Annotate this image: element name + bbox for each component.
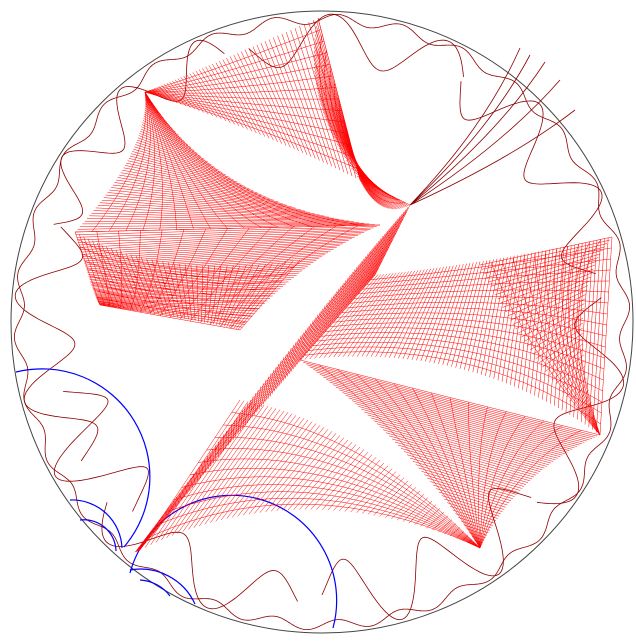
- fringe-curve: [416, 584, 474, 611]
- red-mesh-surface: [75, 18, 612, 552]
- fringe-curve: [24, 385, 46, 445]
- fringe-curve: [354, 609, 416, 626]
- mesh-cross-curves: [319, 34, 405, 203]
- fringe-curve: [54, 391, 148, 511]
- fringe-curve: [26, 199, 46, 259]
- fringe-curve: [599, 385, 619, 445]
- fringe-curve: [290, 620, 353, 630]
- fringe-curve: [18, 259, 26, 322]
- notch-rays: [410, 48, 575, 205]
- fringe-curve: [616, 259, 630, 322]
- fringe-curve: [171, 584, 229, 610]
- fringe-curve: [119, 60, 170, 97]
- geodesic-arc: [140, 580, 170, 596]
- fringe-curve: [14, 322, 28, 385]
- fringe-curve: [77, 97, 119, 144]
- fringe-curve: [525, 500, 567, 547]
- mesh-cross-curves: [136, 212, 407, 552]
- fringe-curve: [171, 33, 229, 60]
- fringe-curve: [54, 40, 225, 224]
- fringe-curve: [599, 199, 621, 259]
- fringe-curve: [474, 547, 525, 584]
- fringe-curve: [228, 18, 290, 35]
- fringe-curve: [119, 547, 170, 584]
- geodesic-arc: [130, 495, 337, 628]
- mesh-cross-curves: [97, 226, 358, 329]
- fringe-curve: [618, 322, 626, 385]
